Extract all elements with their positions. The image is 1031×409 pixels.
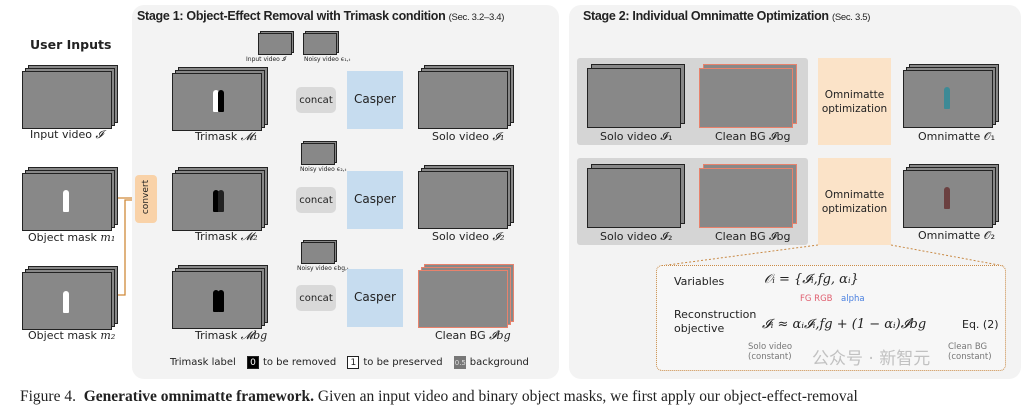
- clean-bg-label: Clean BG 𝓘bg: [435, 329, 511, 342]
- casper-label-2: Casper: [354, 192, 396, 206]
- variables-equation: 𝒪ᵢ = {𝓘ᵢ,fg, αᵢ}: [764, 272, 859, 287]
- concat-1: concat: [296, 87, 336, 113]
- small-input-video-label: Input video 𝓘: [246, 56, 286, 63]
- stage1-title: Stage 1: Object-Effect Removal with Trim…: [137, 9, 505, 23]
- user-inputs-title: User Inputs: [30, 37, 112, 52]
- reconstruction-label: Reconstruction objective: [674, 308, 757, 335]
- noisy-video-2-label: Noisy video ϵ₂,ₜ: [300, 166, 347, 173]
- omnimatte-optimization-1: Omnimatte optimization: [818, 58, 891, 145]
- watermark: 公众号 · 新智元: [812, 349, 931, 369]
- casper-label-bg: Casper: [354, 290, 396, 304]
- equation-number: Eq. (2): [962, 318, 999, 331]
- stage2-solo-2-label: Solo video 𝓘₂: [600, 230, 673, 243]
- casper-model-1: [347, 71, 403, 129]
- fg-rgb-annotation: FG RGB: [800, 294, 833, 304]
- objective-detail-box: [656, 265, 1006, 371]
- trimask-2-label: Trimask 𝓜₂: [195, 230, 258, 243]
- casper-model-2: [347, 171, 403, 229]
- noisy-video-bg-label: Noisy video ϵbg,ₜ: [297, 265, 349, 272]
- stage2-title: Stage 2: Individual Omnimatte Optimizati…: [583, 9, 871, 23]
- casper-label-1: Casper: [354, 92, 396, 106]
- trimask-bg-label: Trimask 𝓜bg: [195, 329, 268, 342]
- stage2-clean-2-label: Clean BG 𝓘bg: [715, 230, 791, 243]
- solo-video-1-label: Solo video 𝓘₁: [432, 130, 505, 143]
- reconstruction-equation: 𝓘ᵢ ≈ αᵢ𝓘ᵢ,fg + (1 − αᵢ)𝓘bg: [762, 317, 927, 332]
- input-video-label: Input video 𝓘: [30, 128, 103, 141]
- stage2-clean-1-label: Clean BG 𝓘bg: [715, 130, 791, 143]
- variables-label: Variables: [674, 275, 725, 288]
- solo-constant-annotation: Solo video (constant): [748, 342, 793, 362]
- omnimatte-1-label: Omnimatte 𝒪₁: [918, 130, 996, 143]
- object-mask-2-label: Object mask m₂: [28, 329, 116, 342]
- trimask-1-label: Trimask 𝓜₁: [195, 130, 258, 143]
- object-mask-1-label: Object mask m₁: [28, 231, 116, 244]
- clean-constant-annotation: Clean BG (constant): [948, 342, 992, 362]
- figure-caption: Figure 4. Generative omnimatte framework…: [20, 388, 858, 405]
- stage2-solo-1-label: Solo video 𝓘₁: [600, 130, 673, 143]
- alpha-annotation: alpha: [841, 294, 865, 304]
- noisy-video-1-label: Noisy video ϵ₁,ₜ: [304, 56, 351, 63]
- concat-bg: concat: [296, 285, 336, 311]
- convert-box: convert: [135, 175, 157, 223]
- omnimatte-2-label: Omnimatte 𝒪₂: [918, 229, 996, 242]
- solo-video-2-label: Solo video 𝓘₂: [432, 230, 505, 243]
- casper-model-bg: [347, 269, 403, 327]
- concat-2: concat: [296, 187, 336, 213]
- omnimatte-optimization-2: Omnimatte optimization: [818, 158, 891, 245]
